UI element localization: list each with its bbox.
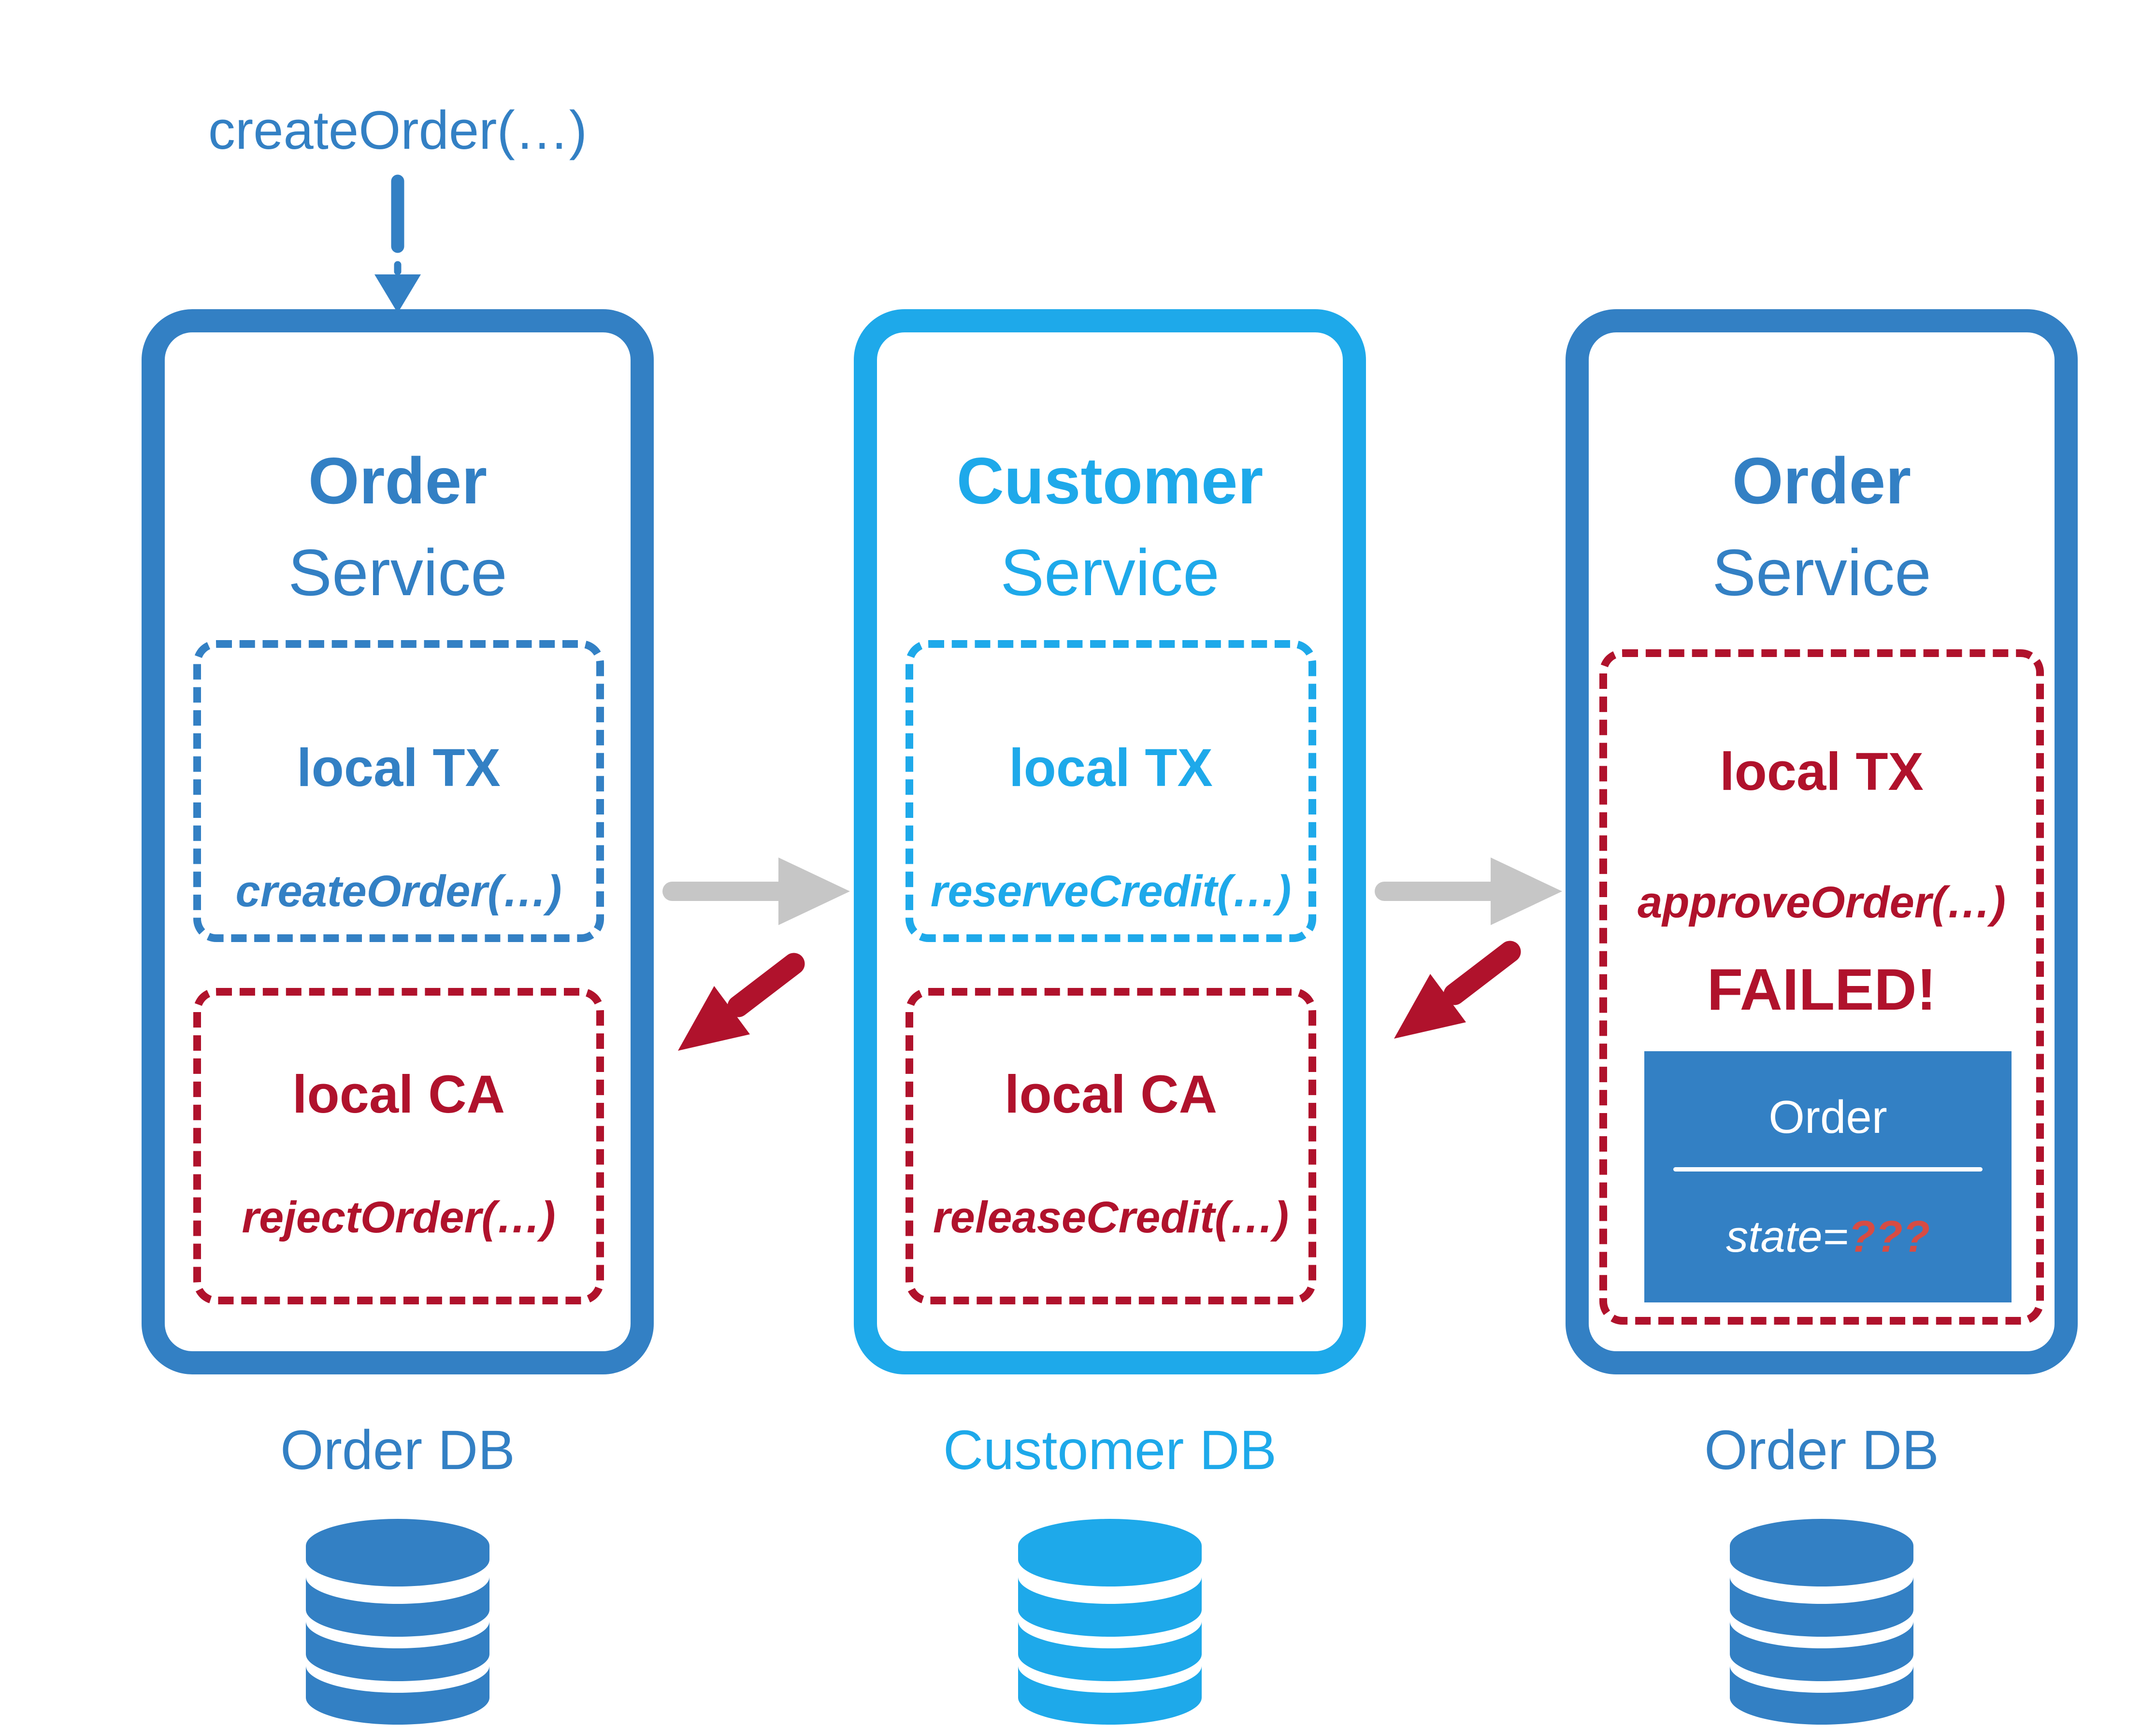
customer-db-label: Customer DB <box>943 1419 1277 1481</box>
customer-service-box: Customer Service local TX reserveCredit(… <box>854 309 1366 1374</box>
local-tx-title: local TX <box>1009 738 1213 798</box>
local-ca-panel: local CA releaseCredit(…) <box>906 988 1316 1304</box>
local-ca-title: local CA <box>292 1065 505 1124</box>
local-ca-panel: local CA rejectOrder(…) <box>193 988 604 1304</box>
local-tx-method: approveOrder(…) <box>1638 878 2006 927</box>
service-title-rest: Service <box>1712 536 1931 609</box>
service-title: Order Service <box>165 435 631 618</box>
order-service-failed-box: Order Service local TX approveOrder(…) F… <box>1566 309 2078 1374</box>
local-tx-panel: local TX createOrder(…) <box>193 640 604 942</box>
order-service-box: Order Service local TX createOrder(…) lo… <box>142 309 654 1374</box>
local-tx-method: reserveCredit(…) <box>930 867 1292 916</box>
service-title-bold: Customer <box>956 444 1264 517</box>
right-arrow-icon <box>1375 857 1562 925</box>
down-arrow-icon <box>374 174 421 313</box>
local-ca-method: rejectOrder(…) <box>242 1193 556 1242</box>
local-tx-method: createOrder(…) <box>235 867 562 916</box>
local-tx-failed-panel: local TX approveOrder(…) FAILED! Order s… <box>1599 649 2044 1325</box>
local-tx-title: local TX <box>297 738 501 798</box>
order-entity-state: state=??? <box>1644 1208 2012 1266</box>
service-title-bold: Order <box>308 444 488 517</box>
service-title-rest: Service <box>1000 536 1220 609</box>
service-title-bold: Order <box>1732 444 1912 517</box>
service-title: Order Service <box>1589 435 2055 618</box>
order-state-label: state= <box>1726 1212 1849 1261</box>
local-tx-title: local TX <box>1720 742 1924 801</box>
service-title-rest: Service <box>288 536 507 609</box>
database-icon <box>1018 1519 1202 1725</box>
local-ca-title: local CA <box>1004 1065 1218 1124</box>
order-entity-title: Order <box>1768 1091 1887 1143</box>
order-entity-divider <box>1673 1167 1983 1172</box>
rollback-arrow-icon <box>1394 941 1521 1039</box>
order-entity-card: Order state=??? <box>1644 1051 2012 1302</box>
database-icon <box>1730 1519 1913 1725</box>
service-title: Customer Service <box>877 435 1343 618</box>
right-arrow-icon <box>662 857 850 925</box>
order-state-value: ??? <box>1848 1212 1930 1261</box>
local-tx-panel: local TX reserveCredit(…) <box>906 640 1316 942</box>
failed-status: FAILED! <box>1707 957 1937 1022</box>
order-db-label: Order DB <box>280 1419 515 1481</box>
local-ca-method: releaseCredit(…) <box>933 1193 1289 1242</box>
rollback-arrow-icon <box>678 953 805 1051</box>
invocation-label: createOrder(…) <box>208 100 588 160</box>
order-db-label: Order DB <box>1704 1419 1939 1481</box>
database-icon <box>306 1519 489 1725</box>
